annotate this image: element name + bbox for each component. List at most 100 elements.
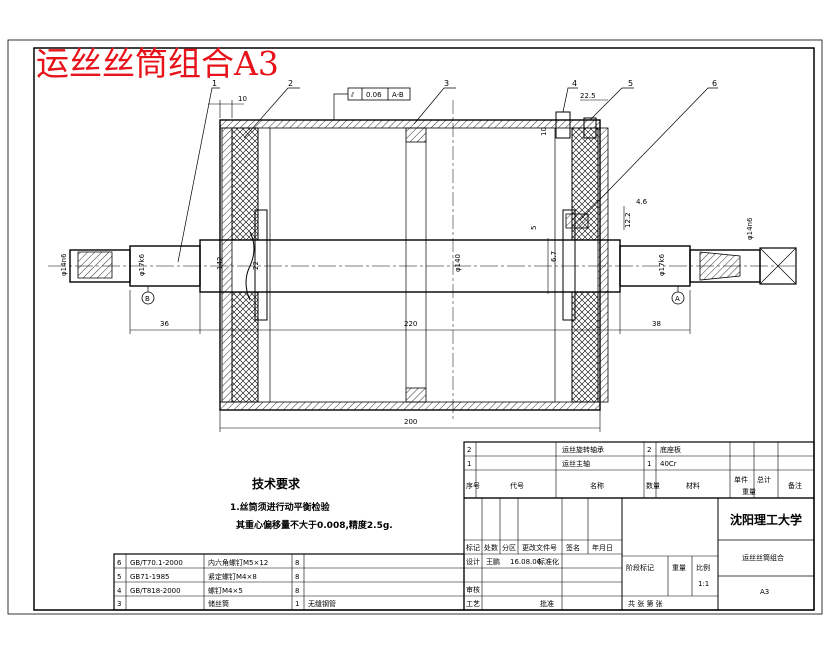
svg-text:A-B: A-B <box>392 91 404 99</box>
svg-text:代号: 代号 <box>510 481 524 490</box>
svg-text:1: 1 <box>647 460 651 468</box>
svg-text:技术要求: 技术要求 <box>252 476 301 491</box>
svg-text:4: 4 <box>117 587 122 595</box>
svg-text:1:1: 1:1 <box>698 580 709 588</box>
svg-text:储丝筒: 储丝筒 <box>208 599 229 608</box>
svg-text:φ17k6: φ17k6 <box>658 253 666 276</box>
svg-text:沈阳理工大学: 沈阳理工大学 <box>730 512 802 527</box>
svg-text:B: B <box>145 295 150 303</box>
svg-text:φ14n6: φ14n6 <box>60 253 68 276</box>
svg-text:⫽: ⫽ <box>350 91 355 99</box>
svg-text:标记: 标记 <box>466 543 480 552</box>
svg-text:签名: 签名 <box>566 543 580 552</box>
svg-text:0.06: 0.06 <box>366 91 382 99</box>
dimension-lines <box>129 99 691 432</box>
svg-text:GB/T70.1-2000: GB/T70.1-2000 <box>130 559 183 567</box>
svg-text:无缝钢管: 无缝钢管 <box>308 599 336 608</box>
svg-text:22.5: 22.5 <box>580 92 596 100</box>
svg-text:A3: A3 <box>760 588 769 596</box>
tech-requirements: 技术要求 1.丝筒须进行动平衡检验 其重心偏移量不大于0.008,精度2.5g. <box>230 476 393 531</box>
svg-text:重量: 重量 <box>672 564 686 572</box>
svg-text:运丝丝筒组合: 运丝丝筒组合 <box>742 553 784 562</box>
svg-text:φ14n6: φ14n6 <box>746 217 754 240</box>
gdt-frame: ⫽ 0.06 A-B <box>333 87 411 120</box>
svg-text:阶段标记: 阶段标记 <box>626 563 654 572</box>
datum-markers: B A <box>141 286 685 305</box>
svg-text:22: 22 <box>252 261 260 270</box>
svg-text:2: 2 <box>467 446 471 454</box>
svg-text:更改文件号: 更改文件号 <box>522 543 557 552</box>
svg-text:8: 8 <box>295 559 299 567</box>
svg-text:10: 10 <box>238 95 247 103</box>
svg-text:36: 36 <box>160 320 169 328</box>
svg-text:10: 10 <box>540 127 548 136</box>
svg-text:备注: 备注 <box>788 481 802 490</box>
svg-text:4.6: 4.6 <box>636 198 648 206</box>
svg-text:分区: 分区 <box>502 543 516 552</box>
svg-text:5: 5 <box>117 573 121 581</box>
svg-text:3: 3 <box>444 79 449 88</box>
svg-text:名称: 名称 <box>590 481 604 490</box>
svg-text:200: 200 <box>404 418 417 426</box>
svg-text:GB/T818-2000: GB/T818-2000 <box>130 587 181 595</box>
svg-text:共 张 第 张: 共 张 第 张 <box>628 599 663 608</box>
svg-text:8: 8 <box>295 573 299 581</box>
left-flange <box>221 127 268 403</box>
bom-top-text: 2 运丝旋转轴承 2 底座板 1 运丝主轴 1 40Cr 序号 代号 名称 数量… <box>466 445 802 496</box>
svg-text:1: 1 <box>295 600 299 608</box>
right-flange <box>555 111 609 403</box>
leader-lines <box>177 87 718 263</box>
svg-text:1: 1 <box>212 79 217 88</box>
svg-text:1: 1 <box>467 460 471 468</box>
svg-text:6.7: 6.7 <box>550 251 558 262</box>
svg-text:底座板: 底座板 <box>660 445 681 454</box>
svg-text:内六角螺钉M5×12: 内六角螺钉M5×12 <box>208 558 268 567</box>
svg-text:4: 4 <box>572 79 577 88</box>
svg-text:标准化: 标准化 <box>538 557 559 566</box>
bom-left-text: 6 GB/T70.1-2000 内六角螺钉M5×12 8 5 GB71-1985… <box>117 558 336 608</box>
svg-text:3: 3 <box>117 600 121 608</box>
svg-text:比例: 比例 <box>696 563 710 572</box>
svg-text:重量: 重量 <box>742 488 756 496</box>
svg-text:总计: 总计 <box>757 475 771 484</box>
svg-text:螺钉M4×5: 螺钉M4×5 <box>208 586 243 595</box>
svg-text:φ140: φ140 <box>454 254 462 272</box>
svg-text:6: 6 <box>712 79 717 88</box>
svg-text:序号: 序号 <box>466 481 480 490</box>
svg-text:1.丝筒须进行动平衡检验: 1.丝筒须进行动平衡检验 <box>230 501 331 513</box>
svg-text:40Cr: 40Cr <box>660 460 677 468</box>
svg-text:工艺: 工艺 <box>466 600 480 608</box>
svg-text:GB71-1985: GB71-1985 <box>130 573 169 581</box>
svg-text:220: 220 <box>404 320 417 328</box>
svg-text:审核: 审核 <box>466 585 480 594</box>
svg-text:φ17k6: φ17k6 <box>138 253 146 276</box>
svg-text:8: 8 <box>295 587 299 595</box>
svg-text:运丝主轴: 运丝主轴 <box>562 459 590 468</box>
balloon-labels: 1 2 3 4 5 6 <box>212 79 717 88</box>
title-block <box>463 497 815 611</box>
svg-text:紧定螺钉M4×8: 紧定螺钉M4×8 <box>208 572 257 581</box>
svg-text:其重心偏移量不大于0.008,精度2.5g.: 其重心偏移量不大于0.008,精度2.5g. <box>236 519 393 531</box>
drum-shell <box>219 119 601 411</box>
title-block-text: 沈阳理工大学 运丝丝筒组合 A3 标记 处数 分区 更改文件号 签名 年月日 设… <box>466 512 802 608</box>
svg-text:设计: 设计 <box>466 557 480 566</box>
svg-text:运丝旋转轴承: 运丝旋转轴承 <box>562 445 604 454</box>
dimension-texts: 10 22.5 10 4.6 12.2 5 6.7 142 22 φ140 φ1… <box>60 92 754 426</box>
svg-text:6: 6 <box>117 559 122 567</box>
svg-text:数量: 数量 <box>646 481 660 490</box>
svg-text:5: 5 <box>530 226 538 230</box>
svg-text:单件: 单件 <box>734 475 748 484</box>
svg-text:年月日: 年月日 <box>592 543 613 552</box>
bom-left-table <box>113 553 465 611</box>
main-shaft <box>69 239 797 293</box>
drawing-title: 运丝丝筒组合A3 <box>36 44 279 83</box>
svg-text:2: 2 <box>647 446 651 454</box>
svg-text:12.2: 12.2 <box>624 212 632 228</box>
svg-text:A: A <box>675 295 680 303</box>
svg-text:16.08.06: 16.08.06 <box>510 558 542 566</box>
svg-text:2: 2 <box>288 79 293 88</box>
svg-text:王鹏: 王鹏 <box>486 557 500 566</box>
svg-text:批准: 批准 <box>540 599 554 608</box>
svg-text:142: 142 <box>216 257 224 270</box>
